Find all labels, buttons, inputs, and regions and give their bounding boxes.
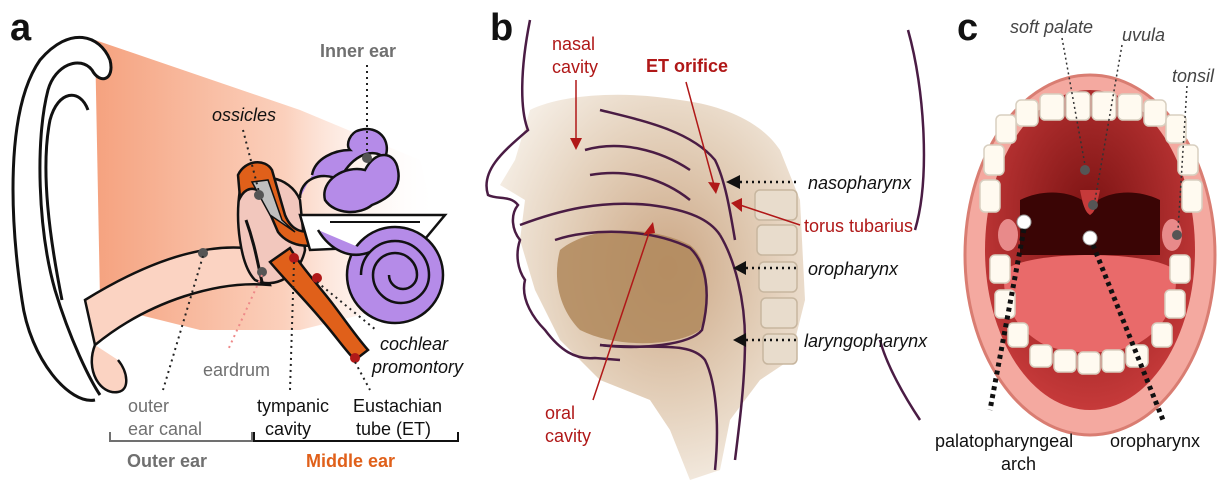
label-outer-canal-line2: ear canal	[128, 419, 202, 439]
ear-lobe	[92, 345, 126, 392]
promontory-marker	[312, 273, 322, 283]
label-oropharynx-c: oropharynx	[1110, 431, 1200, 451]
ossicles-marker	[254, 190, 264, 200]
soft-palate-marker	[1080, 165, 1090, 175]
label-eustachian-line1: Eustachian	[353, 396, 442, 416]
tonsil-left	[998, 219, 1018, 251]
label-uvula: uvula	[1122, 25, 1165, 45]
tonsil-marker	[1172, 230, 1182, 240]
label-nasal-line1: nasal	[552, 34, 595, 54]
label-tonsil: tonsil	[1172, 66, 1215, 86]
panel-b-letter: b	[490, 7, 513, 49]
tympanic-marker	[289, 253, 299, 263]
label-eustachian-line2: tube (ET)	[356, 419, 431, 439]
palatopharyngeal-marker	[1017, 215, 1031, 229]
oropharynx-marker	[1083, 231, 1097, 245]
label-outer-ear: Outer ear	[127, 451, 207, 471]
panel-c-letter: c	[957, 7, 978, 49]
label-soft-palate: soft palate	[1010, 17, 1093, 37]
panel-a: a	[10, 7, 464, 471]
label-et-orifice: ET orifice	[646, 56, 728, 76]
label-tympanic-line2: cavity	[265, 419, 311, 439]
label-tympanic-line1: tympanic	[257, 396, 329, 416]
label-oral-line1: oral	[545, 403, 575, 423]
label-palato-line1: palatopharyngeal	[935, 431, 1073, 451]
label-ossicles: ossicles	[212, 105, 276, 125]
panel-a-letter: a	[10, 7, 32, 49]
label-oropharynx-b: oropharynx	[808, 259, 899, 279]
label-cochlear-line2: promontory	[371, 357, 464, 377]
label-eardrum: eardrum	[203, 360, 270, 380]
label-torus-tubarius: torus tubarius	[804, 216, 913, 236]
label-oral-line2: cavity	[545, 426, 591, 446]
panel-c: c	[935, 7, 1215, 474]
label-nasal-line2: cavity	[552, 57, 598, 77]
pinna-inner	[46, 95, 88, 300]
label-cochlear-line1: cochlear	[380, 334, 449, 354]
uvula-marker	[1088, 200, 1098, 210]
tongue	[557, 231, 707, 344]
panel-b: b	[486, 7, 928, 480]
label-outer-canal-line1: outer	[128, 396, 169, 416]
label-nasopharynx: nasopharynx	[808, 173, 912, 193]
label-middle-ear: Middle ear	[306, 451, 395, 471]
label-laryngopharynx: laryngopharynx	[804, 331, 928, 351]
eustachian-marker	[350, 353, 360, 363]
inner-ear-marker	[362, 153, 372, 163]
label-palato-line2: arch	[1001, 454, 1036, 474]
label-inner-ear: Inner ear	[320, 41, 396, 61]
